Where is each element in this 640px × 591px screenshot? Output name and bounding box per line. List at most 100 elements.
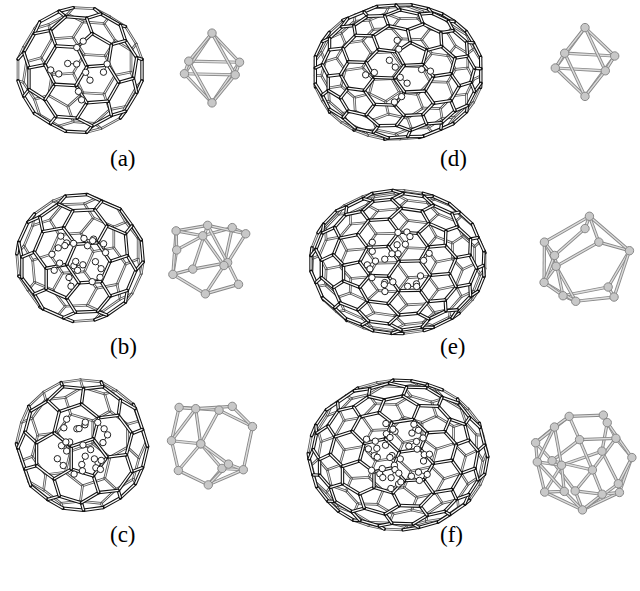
cage-bond <box>118 400 120 415</box>
cage-bond <box>453 31 466 43</box>
cage-bond-highlight <box>348 61 366 63</box>
cage-bond <box>339 293 351 297</box>
cage-bond-highlight <box>451 74 460 86</box>
cage-bond-highlight <box>54 469 71 479</box>
cage-bond <box>482 251 486 266</box>
cage-bond-highlight <box>59 8 73 12</box>
cage-bond-highlight <box>339 293 351 297</box>
cage-bond-highlight <box>132 468 143 472</box>
cage-bond-highlight <box>408 118 412 128</box>
cage-bond-highlight <box>373 132 388 138</box>
hydrogen-atom <box>75 88 81 94</box>
cage-bond-highlight <box>55 84 76 85</box>
polyhedron-vertex <box>208 29 216 37</box>
cage-bond-highlight <box>362 201 373 211</box>
cage-bond <box>422 205 433 211</box>
cage-bond <box>448 33 456 46</box>
cage-bond <box>84 387 103 389</box>
cage-bond-highlight <box>118 415 132 433</box>
cage-bond-highlight <box>433 205 451 213</box>
hydrogen-atom <box>89 278 95 284</box>
cage-bond <box>45 65 55 85</box>
cage-bond-highlight <box>467 92 474 106</box>
cage-bond-highlight <box>367 291 378 301</box>
cage-bond <box>54 469 71 479</box>
cage-bond-highlight <box>315 84 322 95</box>
cage-bond <box>77 118 92 126</box>
polyhedron-edge-highlight <box>184 33 212 74</box>
cage-bond-highlight <box>77 118 92 126</box>
cage-bond <box>48 496 60 499</box>
cage-bond <box>454 22 466 32</box>
cage-bond-highlight <box>102 201 120 209</box>
cage-bond-highlight <box>34 30 50 33</box>
cage-bond-highlight <box>53 273 62 290</box>
hydrogen-atom <box>73 258 79 264</box>
cage-bond <box>83 93 104 94</box>
cage-bond <box>80 380 101 382</box>
cage-bond <box>316 233 323 249</box>
cage-bond <box>358 310 369 321</box>
cage-bond <box>31 486 48 500</box>
cage-bond-highlight <box>385 10 400 16</box>
hydrogen-atom <box>91 456 97 462</box>
cage-bond-highlight <box>118 400 120 415</box>
cage-bond <box>364 7 377 12</box>
hydrogen-atom <box>427 68 433 74</box>
cage-bond-highlight <box>403 194 424 197</box>
cage-bond-highlight <box>397 125 411 130</box>
cage-bond-highlight <box>456 255 470 258</box>
cage-bond <box>423 24 441 33</box>
cage-bond-highlight <box>341 98 349 111</box>
hydrogen-atom <box>76 425 82 431</box>
cage-bond <box>343 118 355 129</box>
cage-bond-highlight <box>143 429 148 446</box>
cage-bond-highlight <box>21 257 22 278</box>
cage-bond <box>471 68 475 82</box>
cage-bond-highlight <box>347 249 366 251</box>
cage-bond-highlight <box>36 443 37 466</box>
hydrogen-atom <box>51 267 57 273</box>
cage-bond-highlight <box>110 290 127 296</box>
cage-bond-highlight <box>108 101 111 115</box>
cage-bond <box>348 12 364 19</box>
cage-bond-highlight <box>34 289 46 294</box>
cage-bond-highlight <box>143 446 148 467</box>
polyhedron-vertex <box>199 232 207 240</box>
cage-bond-highlight <box>423 50 427 64</box>
cage-bond-highlight <box>441 124 453 129</box>
cage-bond-highlight <box>141 240 143 262</box>
cage-bond <box>87 18 93 33</box>
cage-bond <box>335 215 346 228</box>
cage-bond-highlight <box>446 310 458 311</box>
cage-bond-highlight <box>67 283 80 298</box>
cage-bond-highlight <box>348 111 366 115</box>
polyhedron-edge <box>203 236 224 266</box>
cage-bond <box>373 26 388 36</box>
cage-bond-highlight <box>54 479 59 496</box>
panel-art <box>311 190 634 333</box>
cage-bond-highlight <box>316 233 323 249</box>
cage-bond-highlight <box>411 5 428 9</box>
cage-bond-highlight <box>407 200 428 203</box>
cage-bond-highlight <box>28 217 40 222</box>
hydrogen-atom <box>92 258 98 264</box>
hydrogen-polyhedron <box>180 29 243 107</box>
polyhedron-vertex <box>196 440 204 448</box>
cage-bond-highlight <box>133 58 136 79</box>
polyhedron-edge <box>178 470 208 484</box>
cage-bond-highlight <box>22 252 34 257</box>
polyhedron-edge <box>178 444 200 471</box>
polyhedron-edge <box>585 28 615 56</box>
cage-bond-highlight <box>59 404 81 411</box>
cage-bond-highlight <box>348 12 364 19</box>
cage-bond <box>84 508 103 511</box>
cage-bond <box>378 209 397 211</box>
cage-bond <box>127 256 136 270</box>
cage-bond-highlight <box>31 486 48 500</box>
cage-bond <box>434 74 451 77</box>
cage-bond <box>418 95 423 109</box>
polyhedron-vertex <box>560 49 568 57</box>
